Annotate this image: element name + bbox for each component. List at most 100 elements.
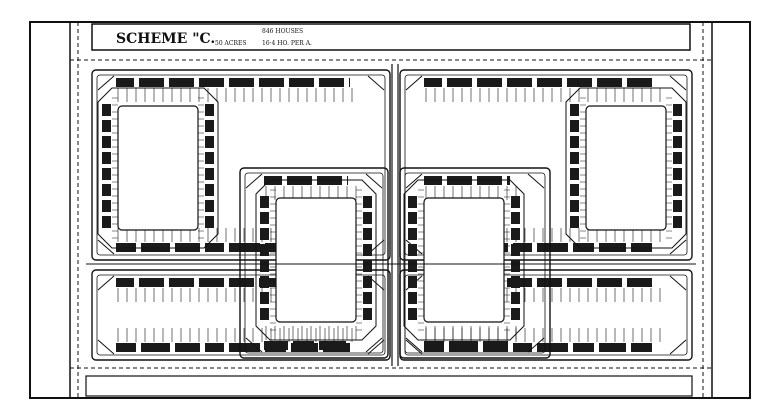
house	[673, 200, 682, 212]
house	[408, 244, 417, 256]
house	[673, 216, 682, 228]
house	[205, 152, 214, 164]
house	[229, 243, 260, 252]
house	[408, 308, 417, 320]
house	[570, 120, 579, 132]
house	[260, 260, 269, 272]
house	[260, 228, 269, 240]
corner-diagonal	[405, 75, 423, 91]
court-octagon	[403, 179, 525, 341]
corner-diagonal	[367, 339, 385, 355]
house	[139, 278, 164, 287]
corner-diagonal	[97, 239, 115, 255]
house	[102, 168, 111, 180]
house	[573, 343, 594, 352]
house	[483, 341, 508, 350]
corner-diagonal	[97, 275, 115, 291]
corner-diagonal	[367, 75, 385, 91]
house	[363, 196, 372, 208]
house	[363, 228, 372, 240]
house	[570, 200, 579, 212]
court-green	[585, 105, 667, 231]
house	[260, 244, 269, 256]
house	[511, 260, 520, 272]
house	[116, 343, 136, 352]
house	[260, 212, 269, 224]
house	[570, 216, 579, 228]
house	[205, 243, 224, 252]
house	[363, 260, 372, 272]
court-octagon	[255, 179, 377, 341]
house	[408, 292, 417, 304]
house	[673, 152, 682, 164]
houses-label: 846 HOUSES	[262, 28, 303, 35]
house	[259, 278, 284, 287]
house	[116, 278, 134, 287]
house	[597, 78, 622, 87]
corner-diagonal	[365, 337, 383, 353]
density-label: 16·4 HO. PER A.	[262, 40, 312, 47]
block-inner-line	[404, 172, 546, 354]
house	[102, 184, 111, 196]
outer-frame	[29, 21, 751, 399]
house	[570, 184, 579, 196]
court-green	[423, 197, 505, 323]
corner-diagonal	[669, 339, 687, 355]
house	[259, 78, 284, 87]
house	[205, 168, 214, 180]
house	[102, 200, 111, 212]
house	[205, 216, 214, 228]
title-band	[91, 23, 691, 51]
house	[537, 78, 562, 87]
corner-diagonal	[245, 173, 263, 189]
house	[537, 343, 568, 352]
house	[205, 200, 214, 212]
house	[260, 196, 269, 208]
corner-diagonal	[405, 337, 423, 353]
house	[141, 343, 170, 352]
house	[199, 278, 224, 287]
house	[597, 278, 622, 287]
house	[408, 228, 417, 240]
house	[363, 244, 372, 256]
block-outline	[91, 69, 391, 261]
block-outline	[399, 167, 551, 359]
house	[229, 343, 260, 352]
house	[175, 343, 200, 352]
house	[139, 78, 164, 87]
house	[599, 343, 626, 352]
house	[631, 343, 652, 352]
court-green	[117, 105, 199, 231]
block-outline	[91, 269, 391, 361]
corner-diagonal	[245, 337, 263, 353]
acres-label: 50 ACRES	[215, 40, 246, 47]
house	[205, 104, 214, 116]
house	[264, 341, 288, 350]
corner-diagonal	[669, 239, 687, 255]
housing-blocks	[86, 64, 696, 366]
house	[673, 104, 682, 116]
house	[449, 341, 478, 350]
block-inner-line	[404, 74, 688, 256]
house	[116, 78, 134, 87]
scheme-title: SCHEME "C.	[116, 31, 215, 47]
house	[102, 152, 111, 164]
house	[205, 136, 214, 148]
house	[424, 78, 442, 87]
corner-diagonal	[97, 75, 115, 91]
corner-diagonal	[527, 337, 545, 353]
house	[673, 168, 682, 180]
house	[363, 292, 372, 304]
corner-diagonal	[405, 339, 423, 355]
corner-diagonal	[405, 173, 423, 189]
house	[260, 292, 269, 304]
house	[570, 136, 579, 148]
house	[199, 78, 224, 87]
court-green	[275, 197, 357, 323]
house	[447, 78, 472, 87]
house	[627, 78, 652, 87]
house	[408, 196, 417, 208]
block-inner-line	[96, 274, 386, 356]
house	[102, 104, 111, 116]
house	[205, 120, 214, 132]
